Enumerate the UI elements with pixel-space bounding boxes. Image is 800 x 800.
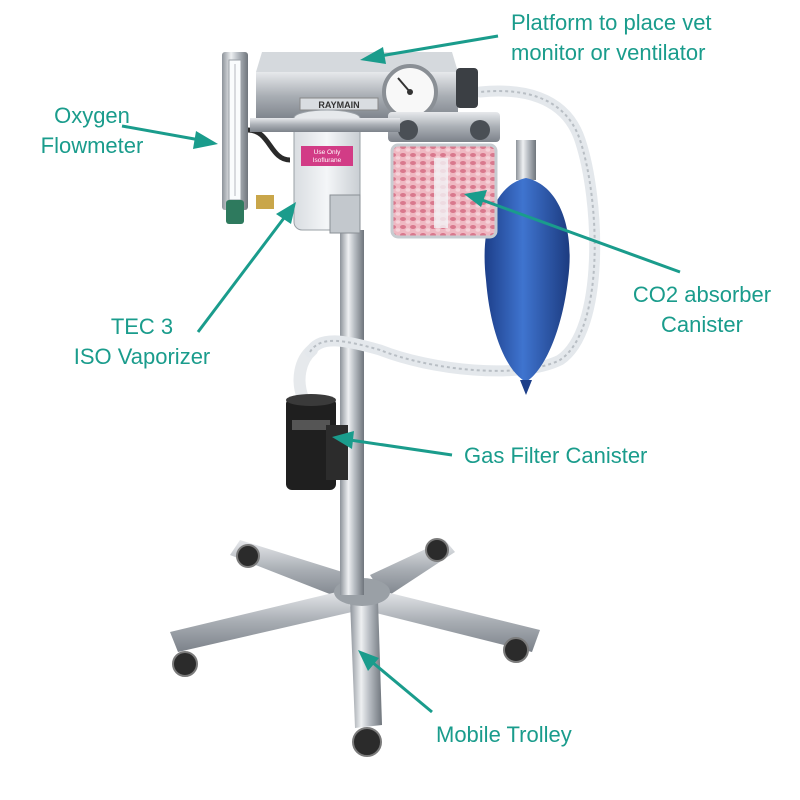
pointer-tec <box>196 217 286 333</box>
breathing-bag <box>484 140 570 395</box>
trolley-pole <box>340 230 364 595</box>
label-platform: Platform to place vet monitor or ventila… <box>511 8 712 68</box>
brand-plate-text: RAYMAIN <box>318 100 359 110</box>
trolley-leg-left <box>170 590 352 652</box>
pointer-platform <box>379 34 499 58</box>
label-trolley-line-1: Mobile Trolley <box>436 722 572 747</box>
label-oxygen-line-2: Flowmeter <box>40 133 144 158</box>
label-mobile-trolley: Mobile Trolley <box>436 720 572 750</box>
vaporizer-tag-line-2: Isoflurane <box>313 157 342 164</box>
pointer-co2 <box>481 198 681 274</box>
label-co2-line-2: Canister <box>661 312 743 337</box>
caster-back-left <box>236 544 260 568</box>
caster-right <box>503 637 529 663</box>
pointer-co2-head <box>464 190 487 207</box>
apl-valve <box>456 68 478 108</box>
label-platform-line-2: monitor or ventilator <box>511 40 706 65</box>
caster-front <box>352 727 382 757</box>
label-tec3-vaporizer: TEC 3 ISO Vaporizer <box>52 312 232 372</box>
label-gas-filter: Gas Filter Canister <box>464 441 647 471</box>
caster-back-right <box>425 538 449 562</box>
iso-vaporizer: Use Only Isoflurane <box>293 109 361 234</box>
label-platform-line-1: Platform to place vet <box>511 10 712 35</box>
trolley-leg-right <box>372 590 540 652</box>
label-oxygen-line-1: Oxygen <box>54 103 130 128</box>
label-co2-absorber: CO2 absorber Canister <box>612 280 792 340</box>
trolley-leg-back-left <box>230 540 352 600</box>
vaporizer-tag-line-1: Use Only <box>314 149 341 156</box>
pointer-trolley-head <box>358 650 379 671</box>
label-tec-line-1: TEC 3 <box>110 314 174 339</box>
label-filter-line-1: Gas Filter Canister <box>464 443 648 468</box>
pointer-oxygen <box>121 124 201 142</box>
breathing-hose <box>304 85 601 377</box>
pointer-trolley <box>371 660 433 714</box>
trolley-base <box>170 538 540 757</box>
caster-left <box>172 651 198 677</box>
label-oxygen-flowmeter: Oxygen Flowmeter <box>16 101 168 161</box>
callout-pointers <box>121 34 681 714</box>
co2-absorber-canister <box>388 112 500 239</box>
pointer-filter-head <box>332 431 354 449</box>
pointer-oxygen-head <box>193 131 218 149</box>
pointer-tec-head <box>276 202 296 224</box>
pointer-filter <box>349 438 453 457</box>
label-co2-line-1: CO2 absorber <box>632 282 772 307</box>
gas-filter-canister <box>286 344 348 490</box>
pressure-gauge <box>382 64 438 120</box>
pointer-platform-head <box>360 47 386 64</box>
mounting-rail <box>250 118 400 132</box>
label-tec-line-2: ISO Vaporizer <box>73 344 211 369</box>
